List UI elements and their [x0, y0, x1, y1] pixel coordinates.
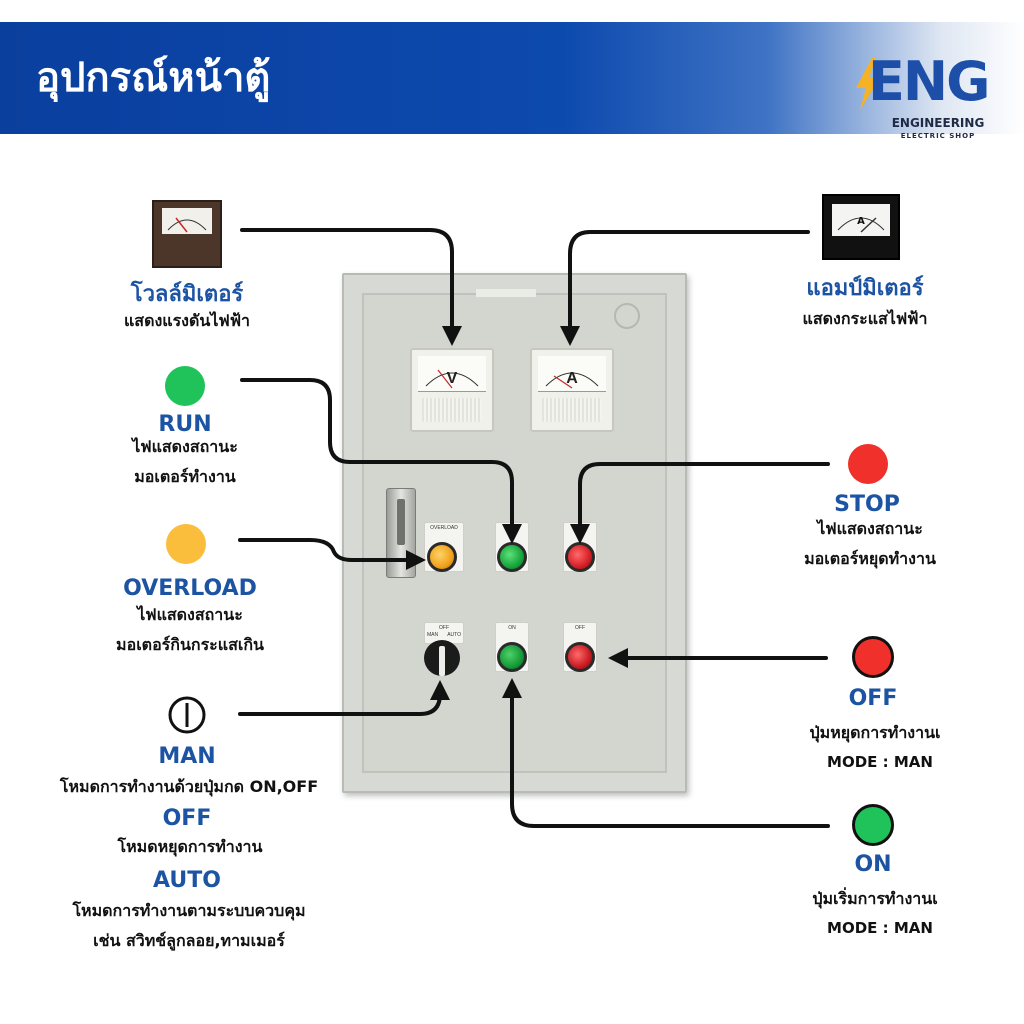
selector-auto-desc-line1: โหมดการทำงานตามระบบควบคุม [72, 901, 306, 920]
voltmeter-face: V [418, 356, 486, 392]
off-button-desc: ปุ่มหยุดการทำงานเ [809, 723, 941, 742]
header-banner: อุปกรณ์หน้าตู้ ENG ENGINEERING ELECTRIC … [0, 22, 1024, 140]
selector-man-label: MAN [427, 632, 439, 638]
run-indicator-icon [165, 366, 205, 406]
ammeter-grille [542, 398, 602, 422]
on-button-desc: ปุ่มเริ่มการทำงานเ [812, 889, 938, 908]
on-button-label: ON [508, 625, 516, 631]
selector-off-title: OFF [162, 806, 212, 831]
run-title: RUN [158, 412, 212, 437]
stop-desc-line2: มอเตอร์หยุดทำงาน [804, 549, 936, 568]
overload-indicator-icon [166, 524, 206, 564]
ammeter-scale-icon [545, 372, 599, 389]
voltmeter-title: โวลล์มิเตอร์ [130, 282, 244, 307]
voltmeter-letter: V [446, 370, 458, 387]
on-button-mode: MODE : MAN [827, 919, 933, 937]
overload-desc-line2: มอเตอร์กินกระแสเกิน [116, 635, 264, 654]
overload-title: OVERLOAD [123, 576, 257, 601]
eng-logo: ENG ENGINEERING ELECTRIC SHOP [852, 52, 1000, 148]
run-pilot-lamp [497, 542, 527, 572]
voltmeter-needle-icon [167, 217, 207, 233]
selector-auto-title: AUTO [153, 868, 221, 893]
overload-lamp-label: OVERLOAD [430, 525, 458, 531]
selector-off-desc: โหมดหยุดการทำงาน [117, 837, 263, 856]
ammeter-letter: A [566, 370, 578, 387]
off-button-label: OFF [575, 625, 585, 631]
selector-man-desc: โหมดการทำงานด้วยปุ่มกด ON,OFF [59, 777, 319, 796]
stop-title: STOP [834, 492, 900, 517]
lightning-bolt-icon [856, 58, 880, 110]
selector-off-label: OFF [439, 625, 449, 631]
selector-knob-bar [439, 646, 445, 676]
on-button-title: ON [854, 852, 892, 877]
stop-pilot-lamp [565, 542, 595, 572]
voltmeter-thumbnail-icon [152, 200, 222, 268]
stop-indicator-icon [848, 444, 888, 484]
panel-lock-icon [614, 303, 640, 329]
run-desc-line1: ไฟแสดงสถานะ [132, 437, 238, 456]
off-button-mode: MODE : MAN [827, 753, 933, 771]
ammeter-device: A [530, 348, 614, 432]
logo-subtitle: ELECTRIC SHOP [900, 132, 976, 140]
ammeter-title: แอมป์มิเตอร์ [806, 276, 924, 301]
cabinet-door-handle[interactable] [386, 488, 416, 578]
page-title: อุปกรณ์หน้าตู้ [36, 55, 271, 101]
handle-slot [397, 499, 405, 545]
ammeter-face: A [538, 356, 606, 392]
off-push-button[interactable] [565, 642, 595, 672]
ammeter-desc: แสดงกระแสไฟฟ้า [802, 309, 928, 328]
stop-desc-line1: ไฟแสดงสถานะ [817, 519, 923, 538]
ammeter-needle-icon: A [837, 216, 885, 233]
on-push-button[interactable] [497, 642, 527, 672]
logo-name: ENGINEERING [891, 116, 985, 130]
svg-text:A: A [857, 216, 865, 227]
logo-mark: ENG [868, 50, 990, 113]
on-button-icon [852, 804, 894, 846]
panel-nameplate [476, 289, 536, 297]
run-desc-line2: มอเตอร์ทำงาน [134, 467, 236, 486]
selector-switch-icon [168, 696, 206, 734]
selector-auto-desc-line2: เช่น สวิทช์ลูกลอย,ทามเมอร์ [93, 931, 285, 950]
voltmeter-grille [422, 398, 482, 422]
off-button-icon [852, 636, 894, 678]
selector-switch-knob[interactable] [424, 640, 460, 676]
selector-auto-label: AUTO [447, 632, 461, 638]
off-button-title: OFF [848, 686, 898, 711]
ammeter-thumbnail-icon: A [822, 194, 900, 260]
overload-pilot-lamp [427, 542, 457, 572]
selector-man-title: MAN [158, 744, 216, 769]
voltmeter-device: V [410, 348, 494, 432]
voltmeter-desc: แสดงแรงดันไฟฟ้า [123, 311, 250, 330]
overload-desc-line1: ไฟแสดงสถานะ [137, 605, 243, 624]
